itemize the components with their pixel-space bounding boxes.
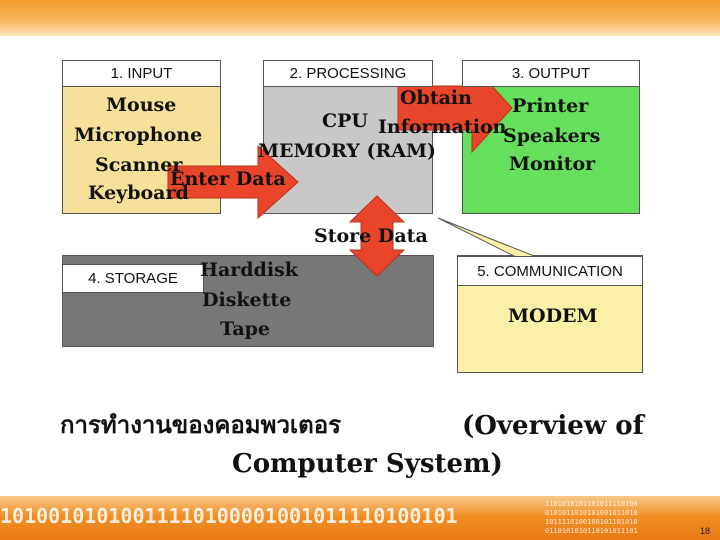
output-item-monitor: Monitor [509,153,596,175]
enter-data-label: Enter Data [170,168,286,190]
input-item-microphone: Microphone [74,124,203,146]
output-header: 3. OUTPUT [462,60,640,87]
caption-english-line2: Computer System) [232,449,503,479]
bottom-decorative-band [0,496,720,540]
input-header: 1. INPUT [62,60,221,87]
caption-english-line1: (Overview of [462,411,644,441]
storage-item-tape: Tape [220,318,271,340]
storage-item-diskette: Diskette [202,289,292,311]
storage-header: 4. STORAGE [62,264,204,293]
storage-item-harddisk: Harddisk [200,259,298,281]
input-item-keyboard: Keyboard [88,182,189,204]
output-item-printer: Printer [512,95,589,117]
processing-item-cpu: CPU [322,110,368,132]
store-data-arrow [348,195,406,277]
store-data-label: Store Data [314,225,428,247]
communication-header: 5. COMMUNICATION [457,256,643,286]
input-item-mouse: Mouse [106,94,177,116]
input-item-scanner: Scanner [95,154,183,176]
enter-data-arrow [167,144,299,220]
output-item-speakers: Speakers [503,125,601,147]
caption-thai: การทำงานของคอมพวเตอร [60,411,342,439]
binary-decoration: 10100101010011110100001001011110100101 [0,504,458,528]
obtain-label: Obtain [400,87,472,109]
processing-item-memory: MEMORY (RAM) [258,140,437,162]
communication-item-modem: MODEM [508,305,598,327]
page-number: 18 [699,526,710,536]
top-decorative-band [0,0,720,36]
processing-header: 2. PROCESSING [263,60,433,87]
information-label: Information [378,116,507,138]
